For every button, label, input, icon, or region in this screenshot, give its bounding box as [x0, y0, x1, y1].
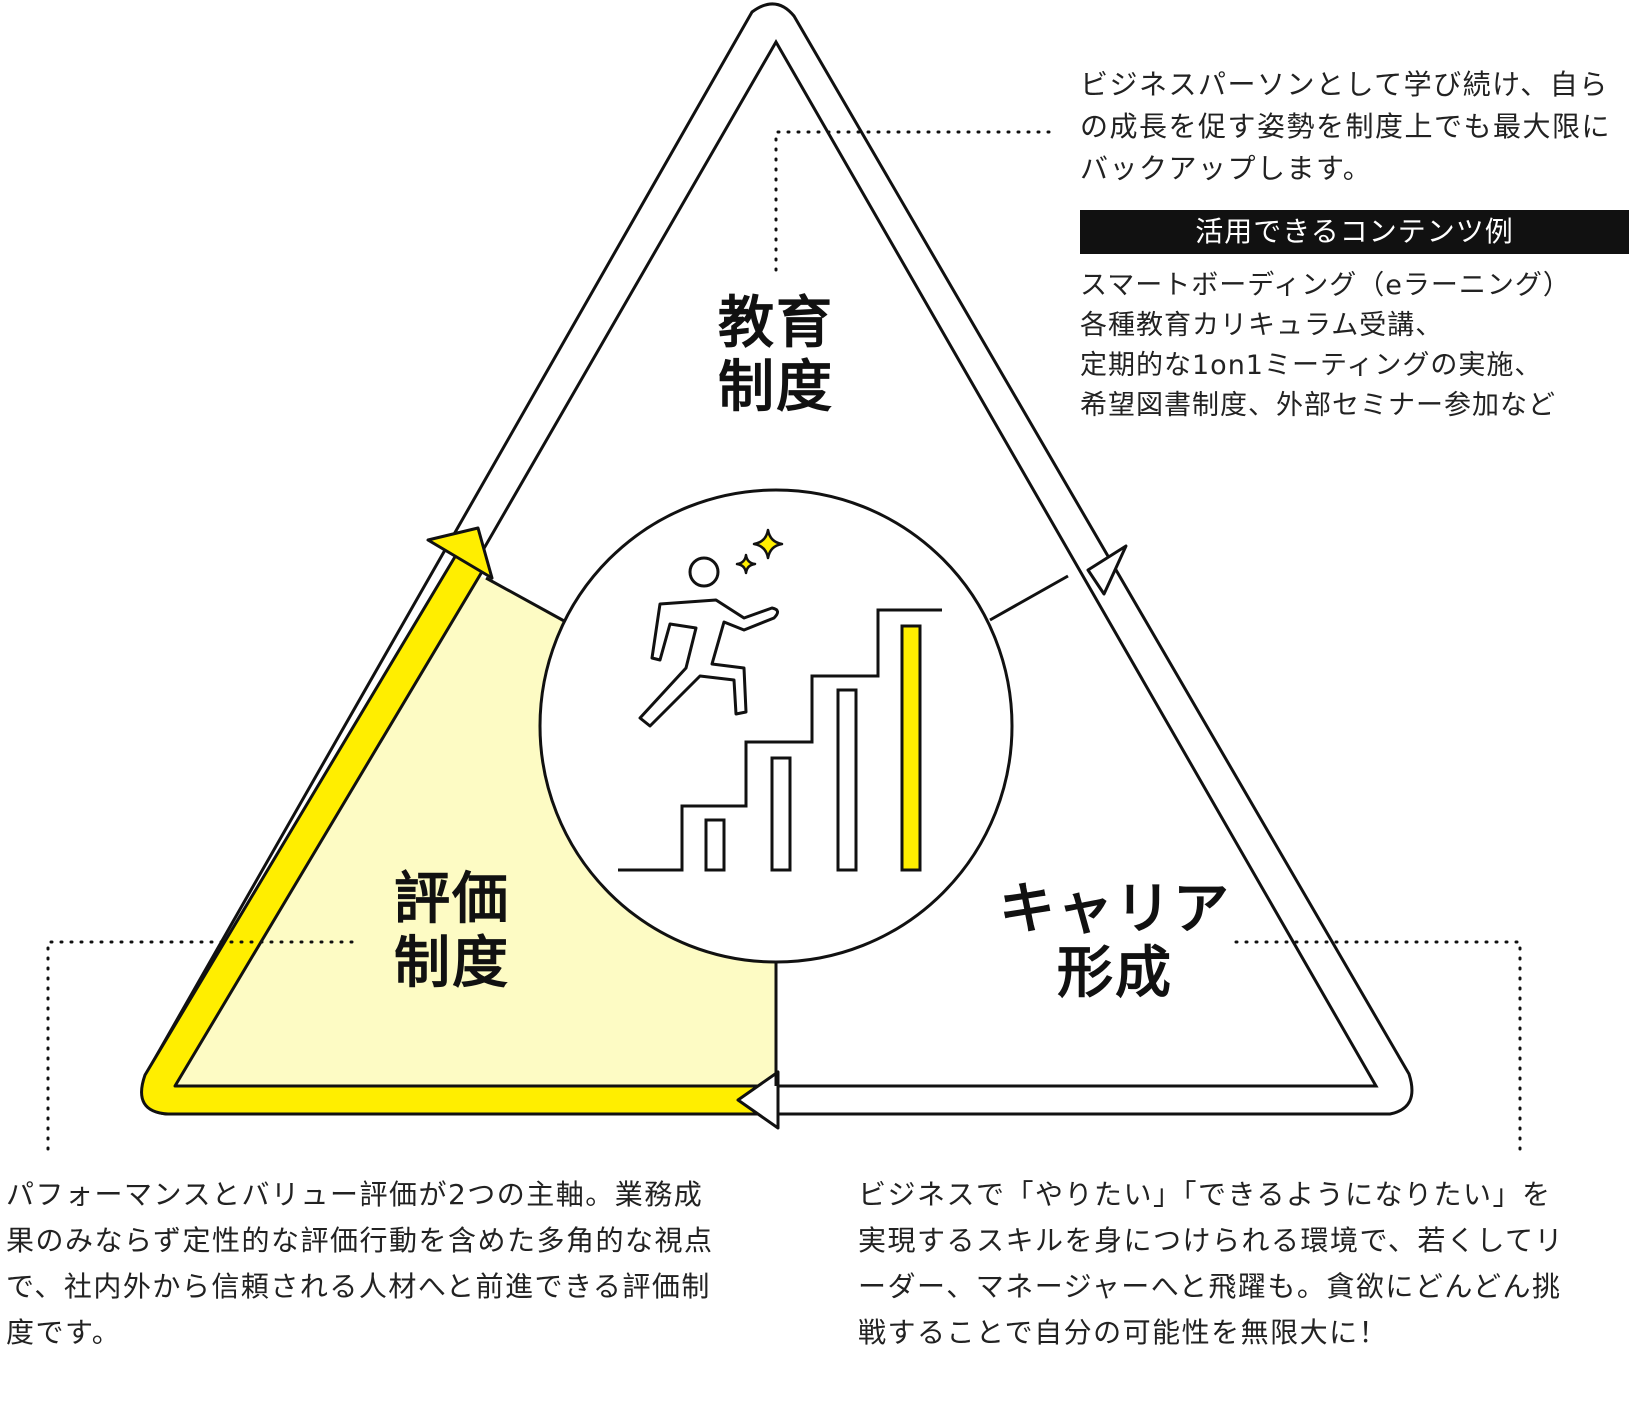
- content-examples-header: 活用できるコンテンツ例: [1080, 210, 1629, 254]
- list-item: 希望図書制度、外部セミナー参加など: [1080, 390, 1556, 421]
- leader-line-education: [774, 130, 1054, 272]
- education-label-line2: 制度: [718, 355, 834, 420]
- growth-bar-1: [704, 818, 726, 872]
- divider-right: [989, 574, 1069, 622]
- center-circle: [538, 488, 1014, 964]
- evaluation-description: パフォーマンスとバリュー評価が2つの主軸。業務成果のみならず定性的な評価行動を含…: [6, 1172, 718, 1356]
- career-zone-label: キャリア 形成: [990, 878, 1240, 1006]
- education-label-line1: 教育: [718, 291, 834, 356]
- education-zone-label: 教育 制度: [680, 292, 872, 420]
- divider-left: [485, 576, 567, 624]
- evaluation-zone-label: 評価 制度: [356, 868, 548, 996]
- evaluation-label-line1: 評価: [394, 867, 510, 932]
- education-description-text: ビジネスパーソンとして学び続け、自らの成長を促す姿勢を制度上でも最大限にバックア…: [1080, 68, 1612, 185]
- content-examples-list: スマートボーディング（eラーニング） 各種教育カリキュラム受講、 定期的な1on…: [1080, 266, 1629, 426]
- career-description: ビジネスで「やりたい」「できるようになりたい」を実現するスキルを身につけられる環…: [858, 1172, 1570, 1356]
- sparkle-icon-large: [752, 528, 784, 560]
- list-item: スマートボーディング（eラーニング）: [1080, 270, 1571, 301]
- growth-bar-2: [770, 756, 792, 872]
- arrow-head-career: [736, 1070, 780, 1130]
- list-item: 各種教育カリキュラム受講、: [1080, 310, 1444, 341]
- evaluation-highlight-band: [140, 533, 778, 1116]
- person-climbing-icon: [638, 556, 779, 728]
- career-label-line2: 形成: [1057, 941, 1173, 1006]
- evaluation-label-line2: 制度: [394, 931, 510, 996]
- arrow-head-evaluation: [426, 526, 494, 580]
- arrow-head-education: [1086, 544, 1128, 596]
- growth-bar-3: [836, 688, 858, 872]
- staircase-icon: [618, 608, 942, 872]
- career-label-line1: キャリア: [999, 877, 1231, 942]
- leader-line-career: [1234, 940, 1522, 1158]
- evaluation-description-text: パフォーマンスとバリュー評価が2つの主軸。業務成果のみならず定性的な評価行動を含…: [6, 1178, 714, 1349]
- sparkle-icon-small: [735, 553, 757, 575]
- education-description: ビジネスパーソンとして学び続け、自らの成長を促す姿勢を制度上でも最大限にバックア…: [1080, 64, 1628, 190]
- list-item: 定期的な1on1ミーティングの実施、: [1080, 350, 1543, 381]
- career-description-text: ビジネスで「やりたい」「できるようになりたい」を実現するスキルを身につけられる環…: [858, 1178, 1565, 1349]
- evaluation-area-fill: [162, 565, 776, 1086]
- growth-bar-4: [900, 624, 922, 872]
- leader-line-evaluation: [46, 940, 354, 1158]
